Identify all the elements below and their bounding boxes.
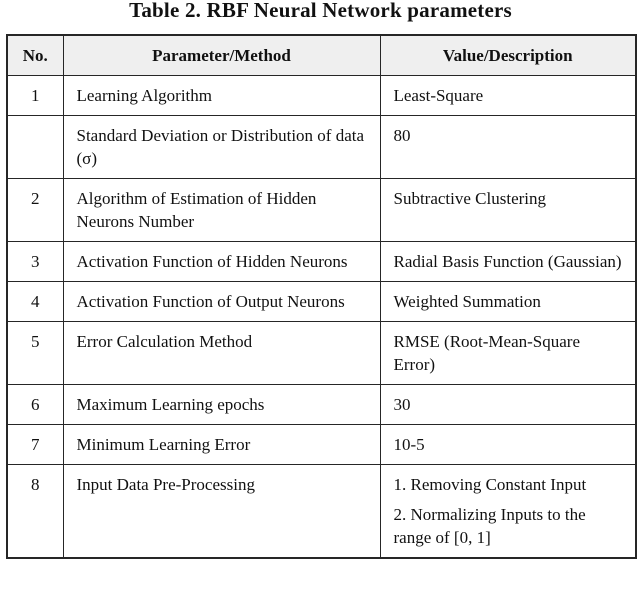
cell-value: Radial Basis Function (Gaussian)	[379, 241, 637, 282]
table-row: 5 Error Calculation Method RMSE (Root-Me…	[6, 321, 637, 385]
cell-parameter: Standard Deviation or Distribution of da…	[62, 115, 381, 179]
cell-no: 8	[6, 464, 64, 559]
parameters-table: No. Parameter/Method Value/Description 1…	[6, 34, 637, 559]
cell-no: 2	[6, 178, 64, 242]
cell-parameter: Learning Algorithm	[62, 75, 381, 116]
header-parameter-method: Parameter/Method	[62, 34, 381, 76]
cell-parameter: Input Data Pre-Processing	[62, 464, 381, 559]
table-row: 4 Activation Function of Output Neurons …	[6, 281, 637, 322]
cell-no: 5	[6, 321, 64, 385]
value-line: 10-5	[393, 435, 425, 454]
table-row: 3 Activation Function of Hidden Neurons …	[6, 241, 637, 282]
cell-parameter: Algorithm of Estimation of Hidden Neuron…	[62, 178, 381, 242]
value-line: Weighted Summation	[393, 292, 541, 311]
cell-value: 80	[379, 115, 637, 179]
cell-value: 10-5	[379, 424, 637, 465]
cell-parameter: Maximum Learning epochs	[62, 384, 381, 425]
cell-parameter: Minimum Learning Error	[62, 424, 381, 465]
cell-no: 4	[6, 281, 64, 322]
table-row: 2 Algorithm of Estimation of Hidden Neur…	[6, 178, 637, 242]
cell-no	[6, 115, 64, 179]
cell-no: 1	[6, 75, 64, 116]
table-caption: Table 2. RBF Neural Network parameters	[129, 0, 512, 22]
value-line: 1. Removing Constant Input	[393, 475, 587, 494]
cell-value: Subtractive Clustering	[379, 178, 637, 242]
cell-parameter: Error Calculation Method	[62, 321, 381, 385]
value-line: Radial Basis Function (Gaussian)	[393, 252, 622, 271]
cell-no: 3	[6, 241, 64, 282]
table-row: Standard Deviation or Distribution of da…	[6, 115, 637, 179]
table-row: 1 Learning Algorithm Least-Square	[6, 75, 637, 116]
value-line: 30	[393, 395, 411, 414]
table-row: 6 Maximum Learning epochs 30	[6, 384, 637, 425]
cell-value: Least-Square	[379, 75, 637, 116]
cell-no: 6	[6, 384, 64, 425]
table-row: 8 Input Data Pre-Processing 1. Removing …	[6, 464, 637, 559]
value-line: Least-Square	[393, 86, 484, 105]
header-value-description: Value/Description	[379, 34, 637, 76]
value-line: 2. Normalizing Inputs to the range of [0…	[393, 505, 586, 547]
cell-no: 7	[6, 424, 64, 465]
cell-value: Weighted Summation	[379, 281, 637, 322]
value-line: 80	[393, 126, 411, 145]
table-row: 7 Minimum Learning Error 10-5	[6, 424, 637, 465]
cell-value: RMSE (Root-Mean-Square Error)	[379, 321, 637, 385]
header-no: No.	[6, 34, 64, 76]
header-row: No. Parameter/Method Value/Description	[6, 34, 637, 76]
cell-value: 30	[379, 384, 637, 425]
cell-value: 1. Removing Constant Input 2. Normalizin…	[379, 464, 637, 559]
value-line: RMSE (Root-Mean-Square Error)	[393, 332, 581, 374]
value-line: Subtractive Clustering	[393, 189, 547, 208]
cell-parameter: Activation Function of Output Neurons	[62, 281, 381, 322]
cell-parameter: Activation Function of Hidden Neurons	[62, 241, 381, 282]
